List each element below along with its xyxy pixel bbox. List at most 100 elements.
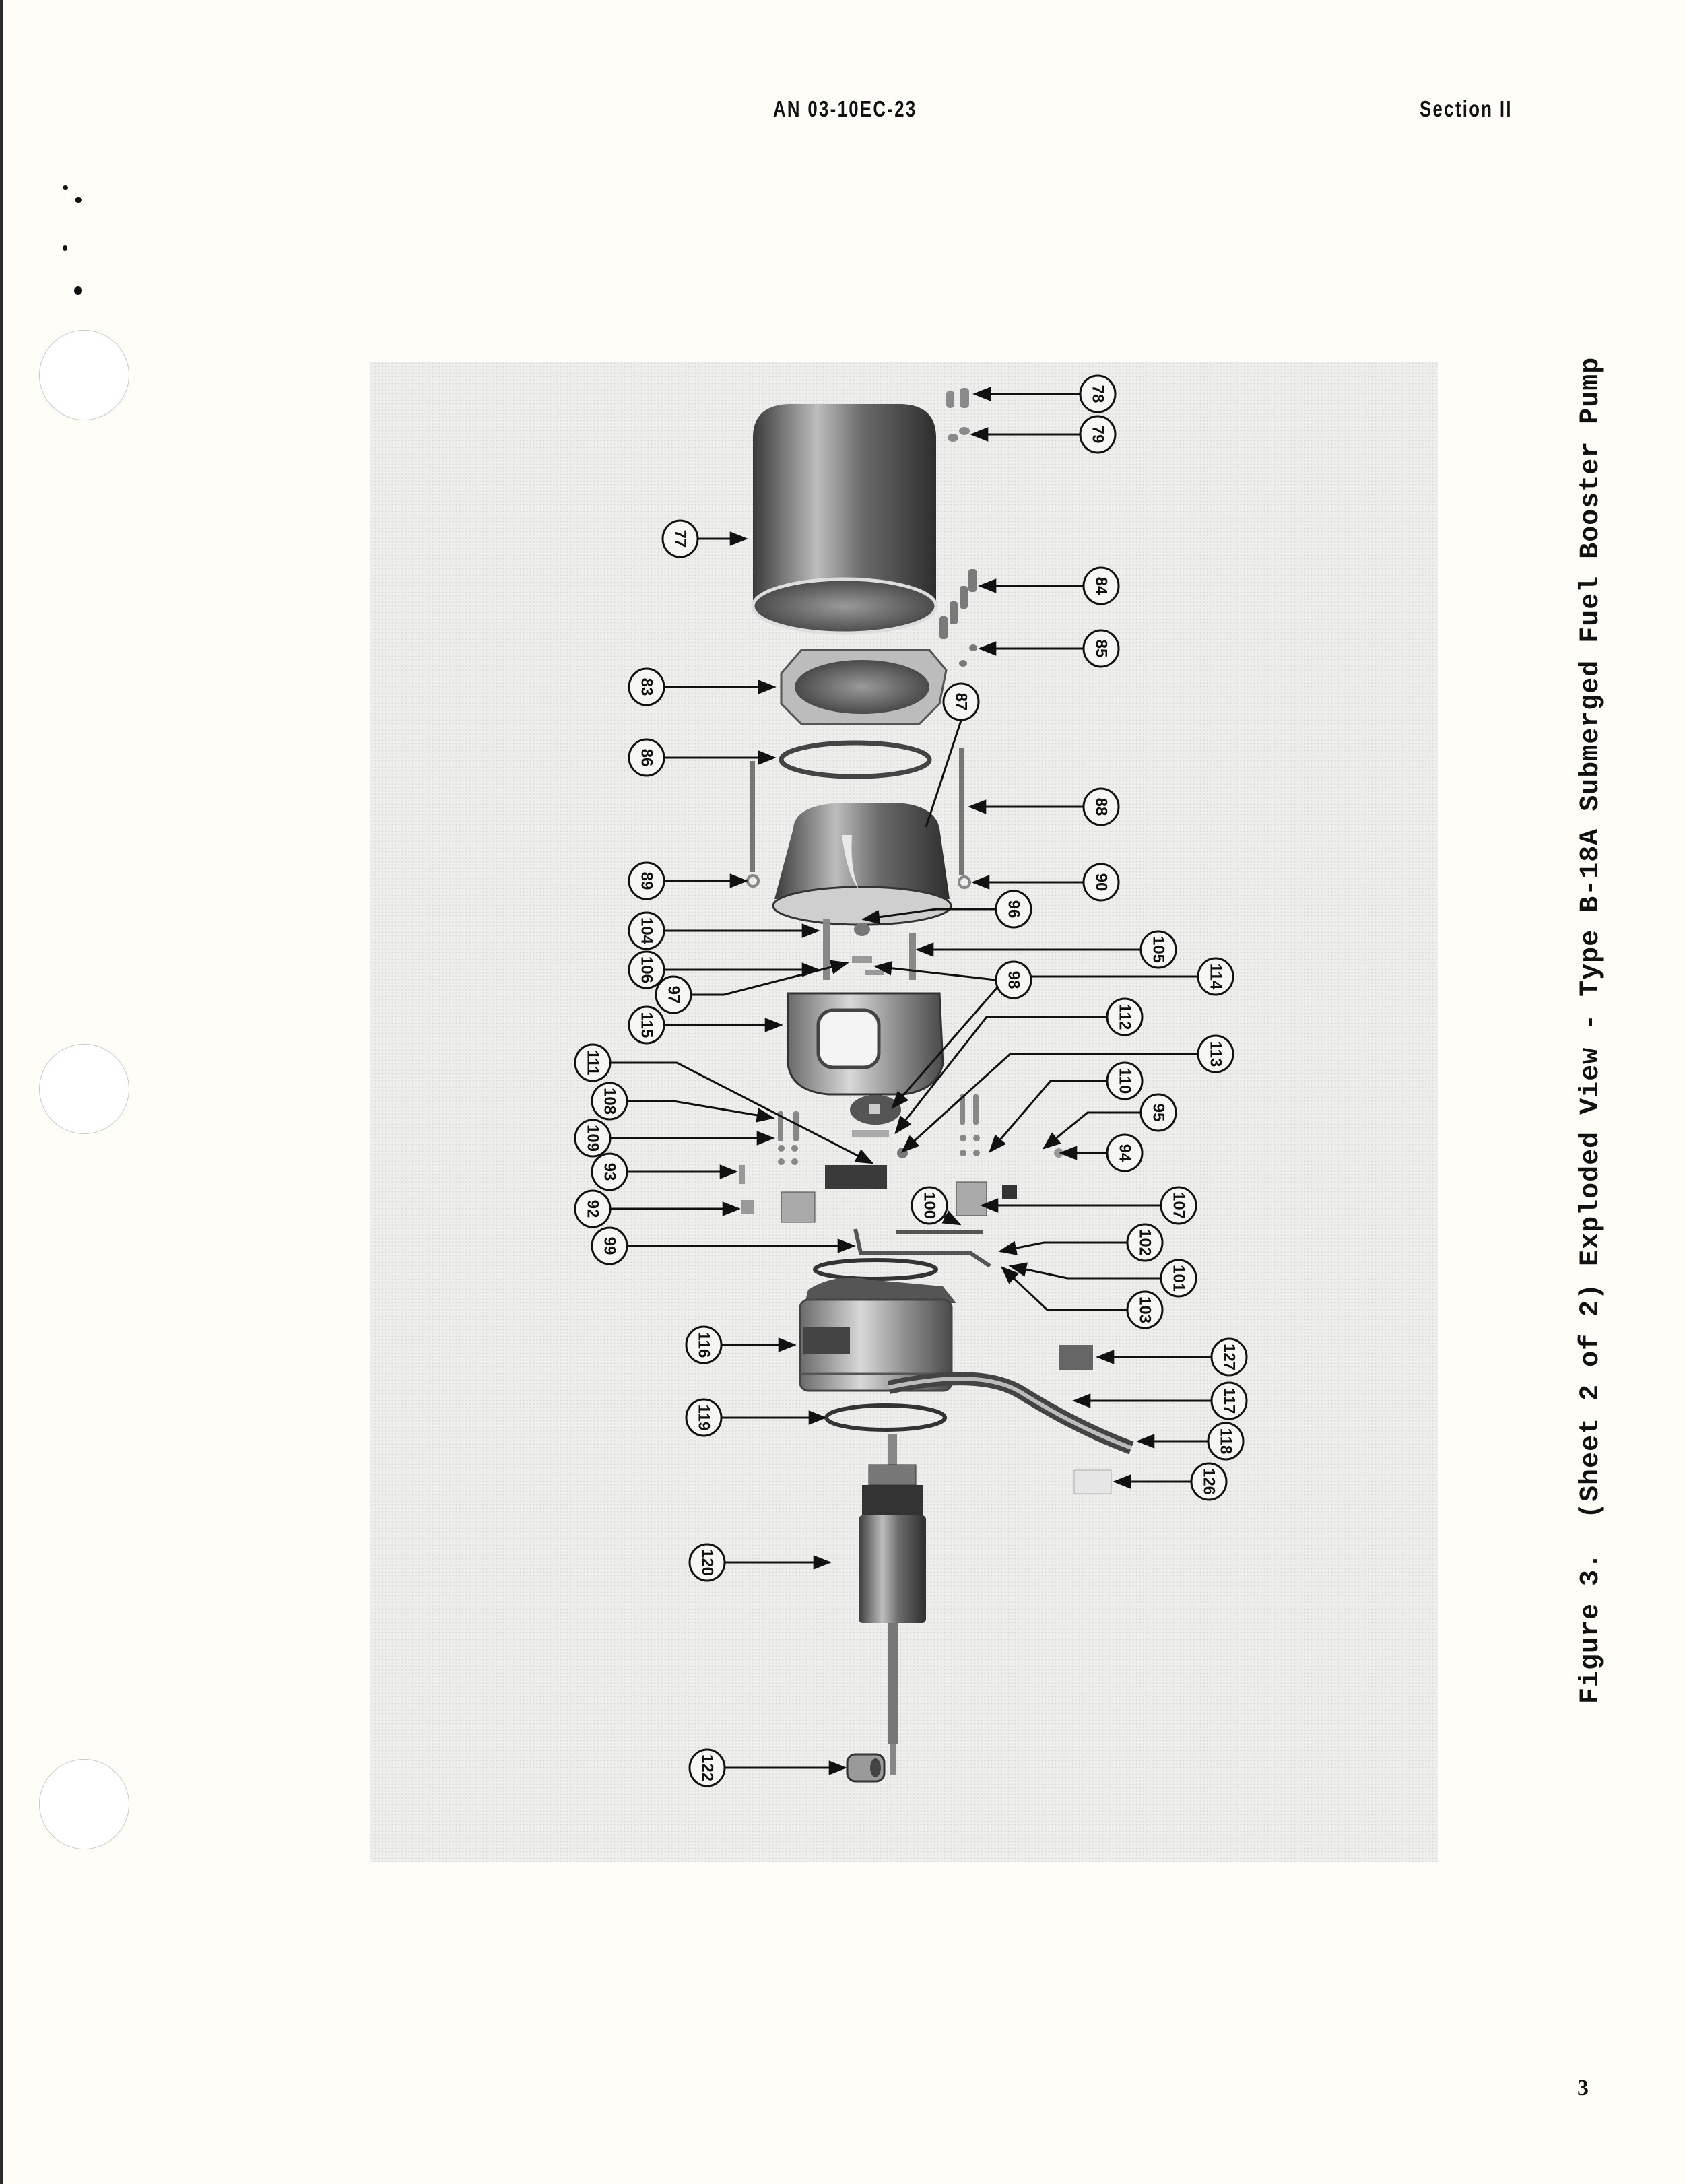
callout-84: 84 (978, 566, 1120, 605)
callout-107: 107 (980, 1186, 1197, 1225)
callout-112: 112 (894, 997, 1144, 1135)
part-78-79-screws (946, 388, 970, 442)
part-116-field-frame (799, 1278, 956, 1392)
callout-number: 122 (698, 1754, 717, 1781)
callout-106: 106 (628, 950, 820, 989)
callout-circle (1160, 1259, 1197, 1298)
callout-circle (591, 1226, 628, 1265)
part-86-gasket (779, 740, 932, 779)
scan-binding-edge (0, 0, 3, 2184)
callout-119: 119 (685, 1398, 827, 1437)
callout-number: 89 (638, 872, 656, 890)
ink-spot (63, 185, 68, 190)
part-122-bearing (846, 1753, 886, 1783)
callout-127: 127 (1096, 1337, 1248, 1377)
punch-hole-middle (39, 1044, 129, 1134)
callout-circle (628, 861, 665, 900)
callout-circle (655, 975, 692, 1014)
callout-93: 93 (591, 1152, 738, 1191)
part-89-washer (746, 874, 760, 888)
callout-circle (1082, 566, 1120, 605)
callout-circle (628, 911, 665, 950)
callout-number: 95 (1150, 1104, 1168, 1122)
callout-circle (1197, 957, 1234, 996)
part-104-106-screw (823, 919, 830, 980)
callout-circle (628, 1005, 665, 1045)
callout-number: 94 (1116, 1144, 1134, 1162)
callout-number: 86 (638, 749, 656, 767)
callout-circle (1197, 1034, 1234, 1073)
callout-circle (1106, 1133, 1144, 1172)
callout-104: 104 (628, 911, 820, 950)
callout-101: 101 (1008, 1259, 1197, 1298)
callout-number: 118 (1217, 1428, 1235, 1455)
callout-94: 94 (1059, 1133, 1144, 1172)
part-89-long-bolt (750, 761, 755, 872)
part-115-brush-housing (787, 992, 944, 1096)
callout-circle (1079, 415, 1117, 454)
callout-circle (685, 1325, 723, 1364)
callout-114: 114 (891, 957, 1234, 1110)
part-92-93-brush-holder (739, 1165, 816, 1223)
part-96-fitting (854, 923, 870, 936)
callout-number: 90 (1092, 873, 1111, 892)
callout-number: 83 (638, 678, 656, 696)
callout-116: 116 (685, 1325, 797, 1364)
callout-circle (1160, 1186, 1197, 1225)
callout-126: 126 (1113, 1462, 1228, 1501)
part-97-spring (852, 956, 872, 963)
callout-number: 113 (1207, 1041, 1225, 1067)
callout-number: 100 (921, 1192, 939, 1219)
callout-number: 120 (698, 1549, 717, 1576)
callout-96: 96 (861, 890, 1032, 929)
document-number: AN 03-10EC-23 (773, 96, 917, 121)
part-88-long-bolt (959, 748, 964, 875)
callout-number: 93 (601, 1163, 619, 1181)
cable-highlight (888, 1377, 1133, 1450)
callout-circle (911, 1186, 948, 1225)
callout-number: 111 (584, 1050, 602, 1075)
callout-circle (1210, 1381, 1248, 1420)
callout-circle (1190, 1462, 1228, 1501)
punch-hole-top (39, 330, 129, 420)
part-77-cover (751, 404, 938, 635)
callout-number: 88 (1092, 798, 1111, 816)
callout-circle (688, 1748, 726, 1787)
callout-number: 104 (638, 917, 656, 945)
callout-87: 87 (925, 682, 980, 828)
callout-118: 118 (1136, 1422, 1245, 1461)
callout-circle (1126, 1223, 1164, 1262)
callout-number: 119 (695, 1405, 713, 1431)
callout-number: 115 (638, 1012, 656, 1038)
callout-circle (628, 738, 665, 777)
part-83-end-plate (780, 649, 948, 725)
callout-97: 97 (655, 960, 849, 1014)
callout-circle (628, 667, 665, 706)
part-119-gasket (824, 1403, 947, 1432)
ink-spot (63, 245, 67, 251)
callout-number: 107 (1170, 1192, 1188, 1219)
callout-number: 103 (1136, 1296, 1154, 1323)
callout-circle (1082, 863, 1120, 902)
callout-78: 78 (972, 374, 1117, 413)
callout-circle (1207, 1422, 1245, 1461)
callout-103: 103 (1001, 1266, 1164, 1329)
callout-circle (1106, 1061, 1144, 1100)
callout-circle (1139, 930, 1177, 969)
callout-circle (574, 1189, 612, 1228)
part-105-screw (909, 933, 916, 980)
callout-110: 110 (989, 1061, 1144, 1154)
callout-number: 127 (1220, 1344, 1238, 1370)
part-114-bearing-cap (850, 1095, 901, 1125)
part-126-brush (1073, 1469, 1112, 1494)
callout-79: 79 (970, 415, 1117, 454)
callout-89: 89 (628, 861, 748, 900)
callout-number: 112 (1116, 1004, 1134, 1030)
leader-line (925, 702, 962, 828)
callout-circle (1082, 629, 1120, 668)
callout-113: 113 (900, 1034, 1234, 1153)
part-112-washer (852, 1130, 889, 1137)
part-120-armature (859, 1434, 926, 1775)
ink-spot (74, 286, 82, 295)
